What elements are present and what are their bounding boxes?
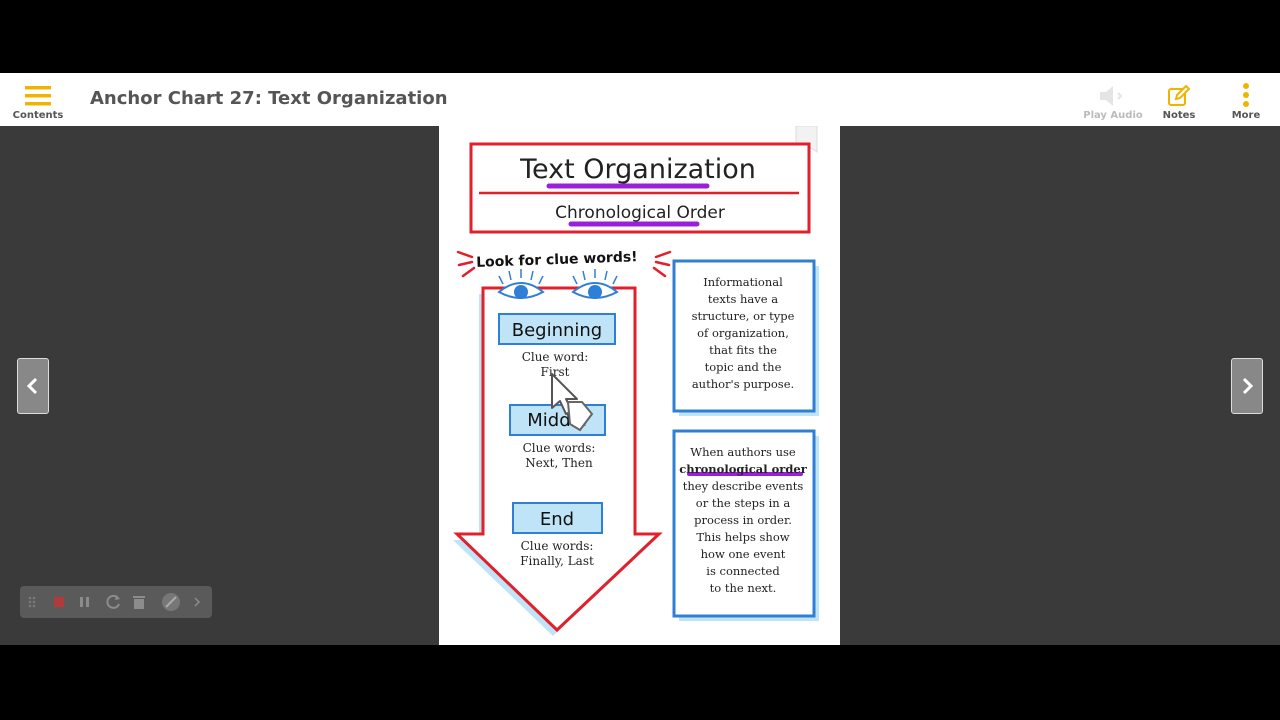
top-bar: Contents Anchor Chart 27: Text Organizat… [0,73,1280,126]
info-box-line: or the steps in a [696,496,791,510]
recording-toolbar [20,586,212,618]
info-box-line: is connected [706,564,780,578]
reader-stage: Text Organization Chronological Order Lo… [0,125,1280,645]
step-clue-label: Clue word: [522,350,589,364]
step-heading: Beginning [512,320,603,341]
step-beginning-box [498,313,616,345]
step-clue-words: Finally, Last [520,554,594,568]
pause-icon[interactable] [80,597,89,607]
info-box-line: Informational [703,275,783,289]
next-page-button[interactable] [1231,358,1263,414]
drag-handle-icon[interactable] [28,596,36,608]
more-button[interactable]: More [1224,73,1268,126]
step-clue-words: Next, Then [525,456,593,470]
chart-subtitle: Chronological Order [555,203,725,223]
more-label: More [1231,110,1261,121]
info-box-line: of organization, [697,326,789,340]
chart-title: Text Organization [519,154,756,185]
mouse-pointer-icon [551,373,594,432]
anchor-chart: Text Organization Chronological Order Lo… [453,125,819,636]
eyes-icon [497,269,619,299]
info-box-line: to the next. [710,581,777,595]
step-clue-label: Clue words: [523,441,596,455]
clue-heading: Look for clue words! [476,249,638,271]
anchor-chart-page: Text Organization Chronological Order Lo… [439,125,840,645]
play-audio-label: Play Audio [1083,110,1143,121]
info-box-line: author's purpose. [692,377,794,391]
stop-icon[interactable] [54,597,64,607]
info-box-line: texts have a [708,292,778,306]
info-box-structure [672,259,816,413]
info-box-line: structure, or type [692,309,795,323]
info-box-line: This helps show [696,530,789,544]
contents-button[interactable]: Contents [10,73,66,126]
info-box-line: When authors use [690,445,796,459]
play-audio-button[interactable]: Play Audio [1083,73,1143,126]
more-vertical-icon [1243,83,1249,107]
step-middle-box [509,404,606,436]
previous-page-button[interactable] [17,358,49,414]
info-box-line: chronological order [679,462,807,476]
annotation-tool-icon[interactable] [162,593,180,611]
edit-note-icon [1168,85,1191,106]
notes-label: Notes [1162,110,1196,121]
chronology-arrow [453,286,663,633]
info-box-line: process in order. [694,513,792,527]
step-clue-label: Clue words: [521,539,594,553]
contents-label: Contents [12,110,64,121]
info-box-chronological [672,429,816,618]
restart-icon[interactable] [106,594,120,609]
info-box-line: topic and the [705,360,782,374]
step-end-box [512,502,603,534]
info-box-line: they describe events [683,479,804,493]
chevron-right-icon [1242,377,1254,395]
chevron-right-icon[interactable] [194,597,201,607]
step-heading: End [540,509,574,530]
menu-icon [25,86,51,106]
step-clue-words: First [541,365,570,379]
notes-button[interactable]: Notes [1157,73,1201,126]
info-box-line: that fits the [709,343,777,357]
chevron-left-icon [26,377,38,395]
info-box-line: how one event [701,547,786,561]
speaker-icon [1100,86,1123,106]
trash-icon[interactable] [133,596,145,609]
page-title: Anchor Chart 27: Text Organization [90,88,448,109]
